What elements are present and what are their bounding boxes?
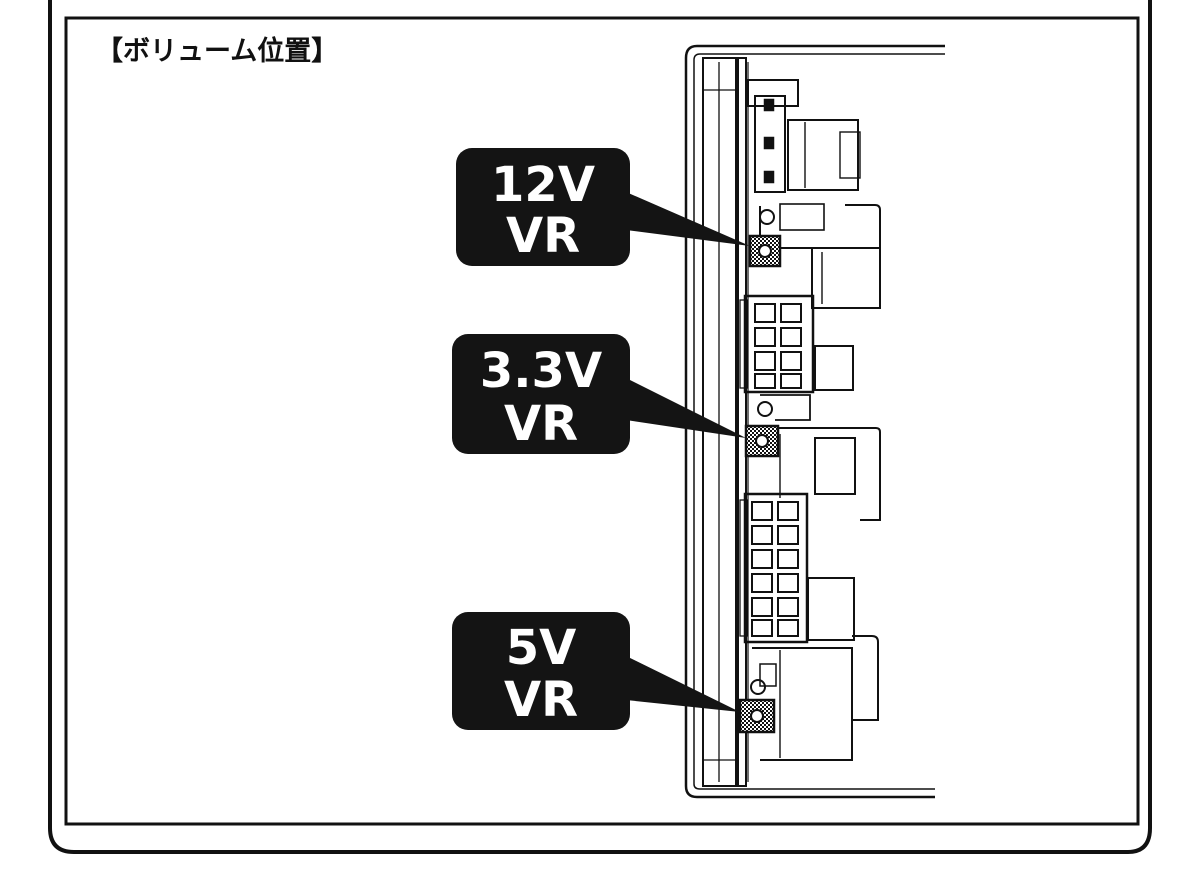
callout-3-3v-box bbox=[452, 334, 630, 454]
inner-frame bbox=[64, 16, 1140, 826]
callout-12v-line2: VR bbox=[506, 208, 580, 264]
connector-1 bbox=[743, 294, 815, 394]
figure-title: 【ボリューム位置】 bbox=[96, 35, 338, 67]
callout-5v-pointer bbox=[626, 656, 740, 712]
callout-3-3v-line1: 3.3V bbox=[480, 343, 602, 399]
vr-5v-component bbox=[738, 698, 776, 734]
vr-3-3v-component bbox=[744, 424, 780, 458]
pcb-board bbox=[737, 57, 747, 787]
callout-3-3v-pointer bbox=[626, 378, 746, 438]
chassis-bracket bbox=[684, 44, 945, 799]
vr-12v-component bbox=[748, 234, 782, 268]
callout-5v: 5V VR bbox=[452, 612, 740, 730]
connector-2 bbox=[743, 492, 809, 644]
callout-5v-line1: 5V bbox=[506, 620, 577, 676]
callout-3-3v: 3.3V VR bbox=[452, 334, 746, 454]
callout-12v-pointer bbox=[626, 192, 750, 246]
outer-frame bbox=[48, 0, 1152, 854]
callout-12v-line1: 12V bbox=[491, 157, 595, 213]
callout-5v-line2: VR bbox=[504, 672, 578, 728]
callout-3-3v-line2: VR bbox=[504, 396, 578, 452]
callout-5v-box bbox=[452, 612, 630, 730]
board-side-view bbox=[684, 44, 945, 799]
callout-12v: 12V VR bbox=[456, 148, 750, 266]
callout-12v-box bbox=[456, 148, 630, 266]
